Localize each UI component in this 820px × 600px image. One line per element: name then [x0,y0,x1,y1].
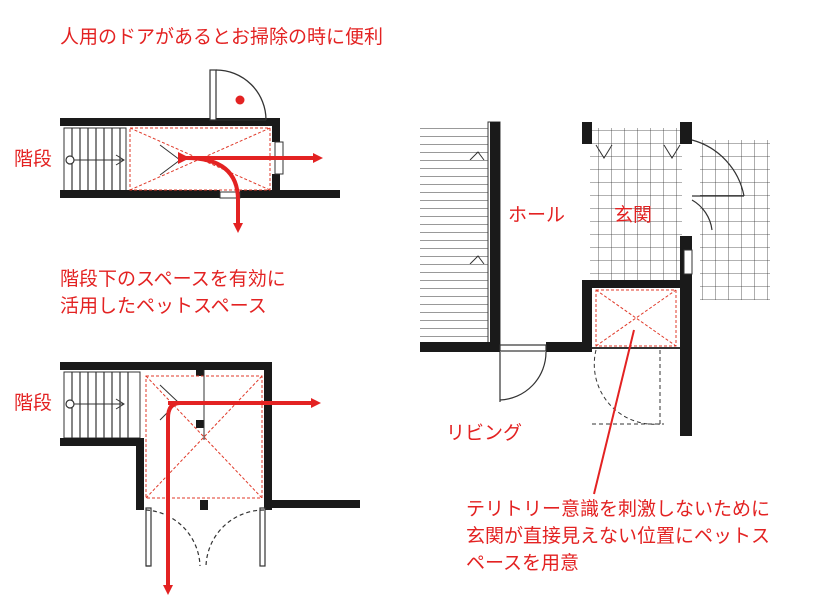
middle-note-line-2: 活用したペットスペース [60,295,267,317]
hall-label: ホール [508,204,566,226]
entrance-door [691,139,745,231]
pet-door-right [592,349,664,425]
tile-floor [590,128,770,300]
entrance-label: 玄関 [614,204,653,226]
living-door [499,344,547,402]
stairs-label-bottom: 階段 [14,392,53,414]
right-note-line-1: テリトリー意識を刺激しないために [466,498,771,520]
stairs-label-top: 階段 [14,148,53,170]
stair-area-right [420,121,501,345]
bottom-left-plan [60,362,360,595]
arrows-top [185,153,323,233]
human-door-top [209,69,267,121]
living-label: リビング [446,422,523,444]
top-note: 人用のドアがあるとお掃除の時に便利 [60,26,384,48]
right-note-line-3: ペースを用意 [466,552,580,574]
arrows-bottom [163,398,321,595]
stairs-bottom [63,371,141,439]
pointer-line [593,329,635,495]
walls-top-left [60,118,340,198]
stairs-top [63,127,127,193]
walls-bottom-left [60,362,360,510]
double-door-bottom [145,507,266,567]
walls-right [420,122,692,436]
middle-note-line-1: 階段下のスペースを有効に [60,268,286,290]
top-left-plan [60,69,340,233]
right-note-line-2: 玄関が直接見えない位置にペットス [466,525,771,547]
pet-space-right [595,289,677,347]
right-plan [420,121,770,495]
